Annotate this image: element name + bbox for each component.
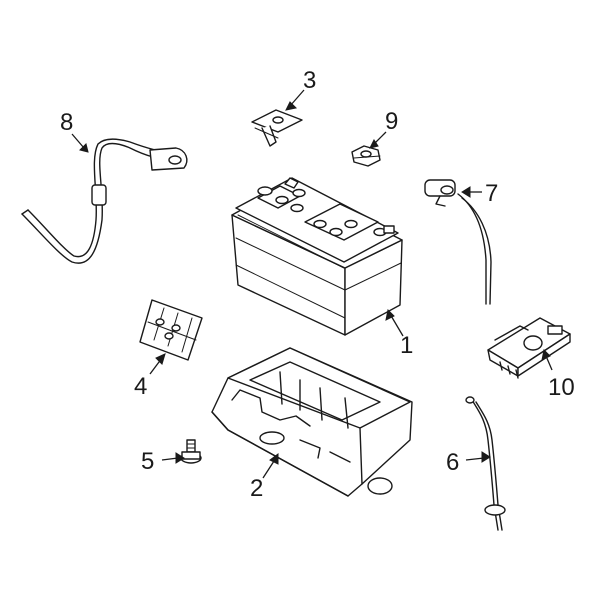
callout-5: 5 bbox=[141, 448, 154, 475]
part-battery bbox=[231, 177, 403, 336]
callout-8: 8 bbox=[60, 109, 73, 136]
part-nut bbox=[351, 145, 381, 167]
callout-leaders bbox=[71, 89, 553, 479]
callout-7: 7 bbox=[485, 180, 498, 207]
callout-numbers: 1 2 3 4 5 6 7 8 9 10 bbox=[60, 67, 575, 502]
callout-1: 1 bbox=[400, 332, 413, 359]
part-bolt bbox=[180, 439, 202, 464]
part-battery-tray bbox=[211, 347, 413, 497]
part-module bbox=[487, 317, 571, 379]
callout-10: 10 bbox=[548, 374, 575, 401]
callout-9: 9 bbox=[385, 108, 398, 135]
callout-3: 3 bbox=[303, 67, 316, 94]
part-terminal-sensor bbox=[424, 179, 492, 305]
callout-6: 6 bbox=[446, 449, 459, 476]
part-clamp bbox=[139, 299, 203, 361]
callout-2: 2 bbox=[250, 475, 263, 502]
callout-4: 4 bbox=[134, 373, 147, 400]
part-hold-down-rod bbox=[465, 396, 506, 531]
part-hold-down-bracket bbox=[251, 109, 303, 147]
part-negative-cable bbox=[21, 138, 188, 264]
